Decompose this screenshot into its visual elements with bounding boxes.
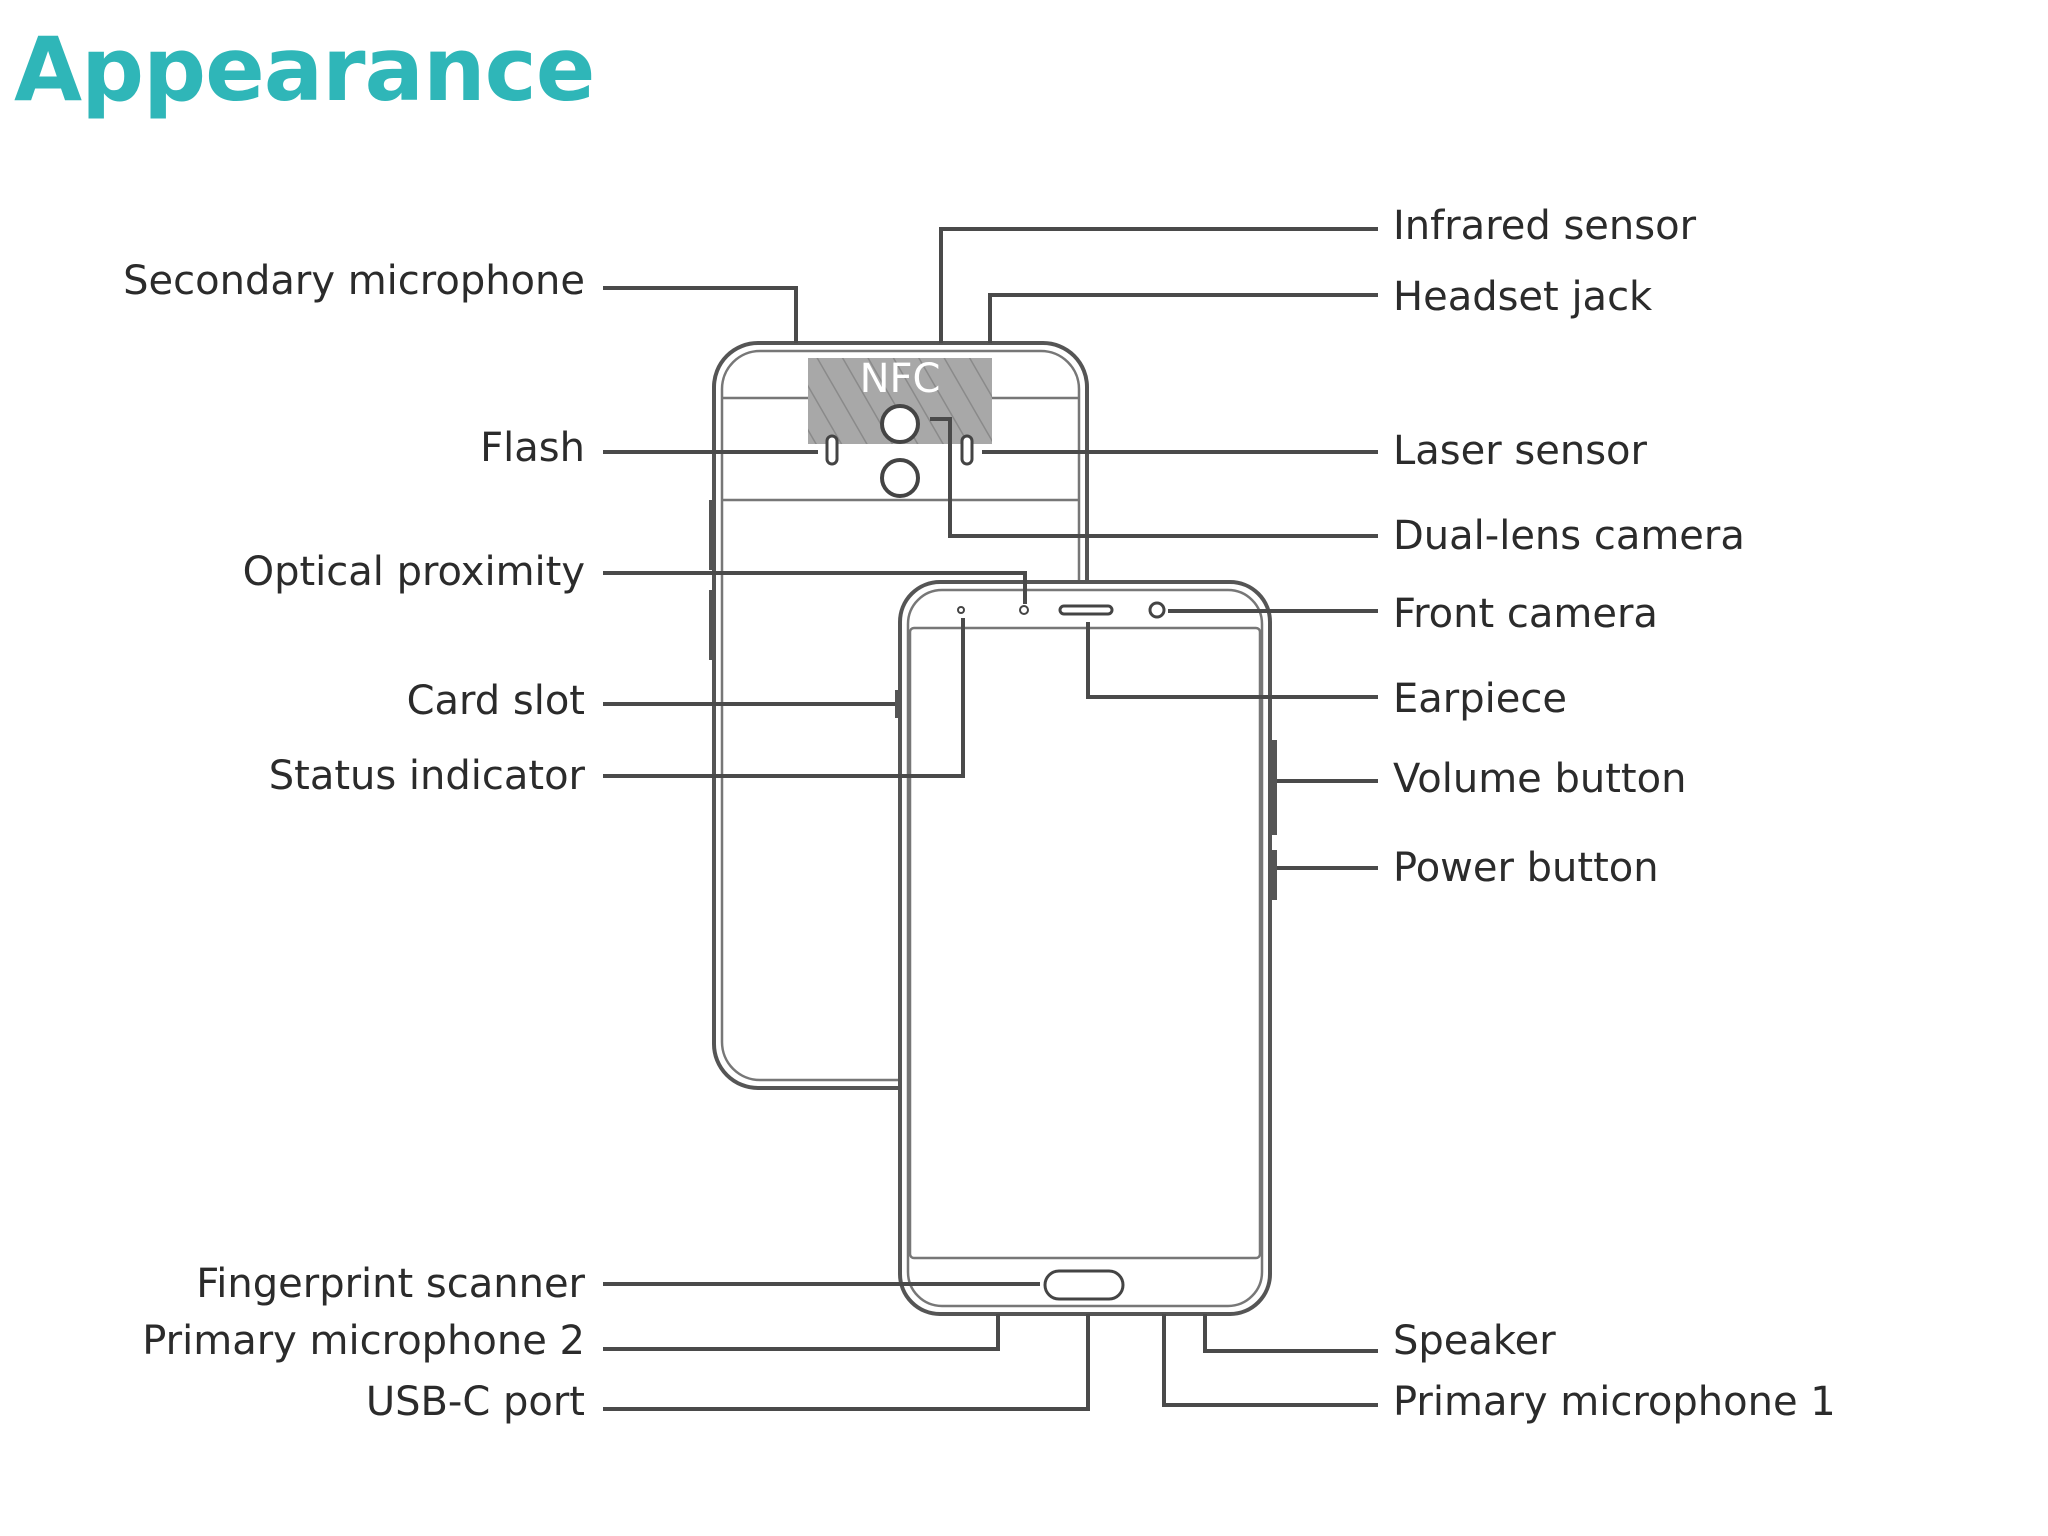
front-camera-icon [1148,601,1166,619]
label-laser-sensor: Laser sensor [1393,428,1648,474]
label-front-camera: Front camera [1393,591,1658,637]
earpiece-icon [1058,604,1114,616]
label-fingerprint-scanner: Fingerprint scanner [196,1261,585,1307]
label-secondary-microphone: Secondary microphone [123,258,585,304]
camera-lens-bottom-icon [880,458,920,498]
label-volume-button: Volume button [1393,756,1686,802]
label-infrared-sensor: Infrared sensor [1393,203,1697,249]
proximity-sensor-icon [1019,605,1029,615]
label-flash: Flash [480,425,585,471]
label-card-slot: Card slot [407,678,585,724]
label-primary-microphone-1: Primary microphone 1 [1393,1379,1836,1425]
label-primary-microphone-2: Primary microphone 2 [142,1318,585,1364]
label-status-indicator: Status indicator [269,753,586,799]
nfc-label: NFC [860,356,941,402]
front-phone [895,580,1277,1316]
laser-sensor-icon [960,434,974,466]
fingerprint-scanner-icon [1043,1269,1125,1301]
left-labels: Secondary microphone Flash Optical proxi… [123,258,585,1425]
status-indicator-icon [957,606,965,614]
label-speaker: Speaker [1393,1318,1556,1364]
label-optical-proximity: Optical proximity [243,549,585,595]
flash-icon [825,434,839,466]
camera-lens-top-icon [880,404,920,444]
label-usb-c-port: USB-C port [366,1379,585,1425]
leader-lines [603,227,1378,1411]
label-headset-jack: Headset jack [1393,274,1653,320]
right-labels: Infrared sensor Headset jack Laser senso… [1393,203,1836,1425]
page-title: Appearance [14,18,595,121]
label-earpiece: Earpiece [1393,676,1567,722]
label-power-button: Power button [1393,845,1659,891]
label-dual-lens-camera: Dual-lens camera [1393,513,1745,559]
